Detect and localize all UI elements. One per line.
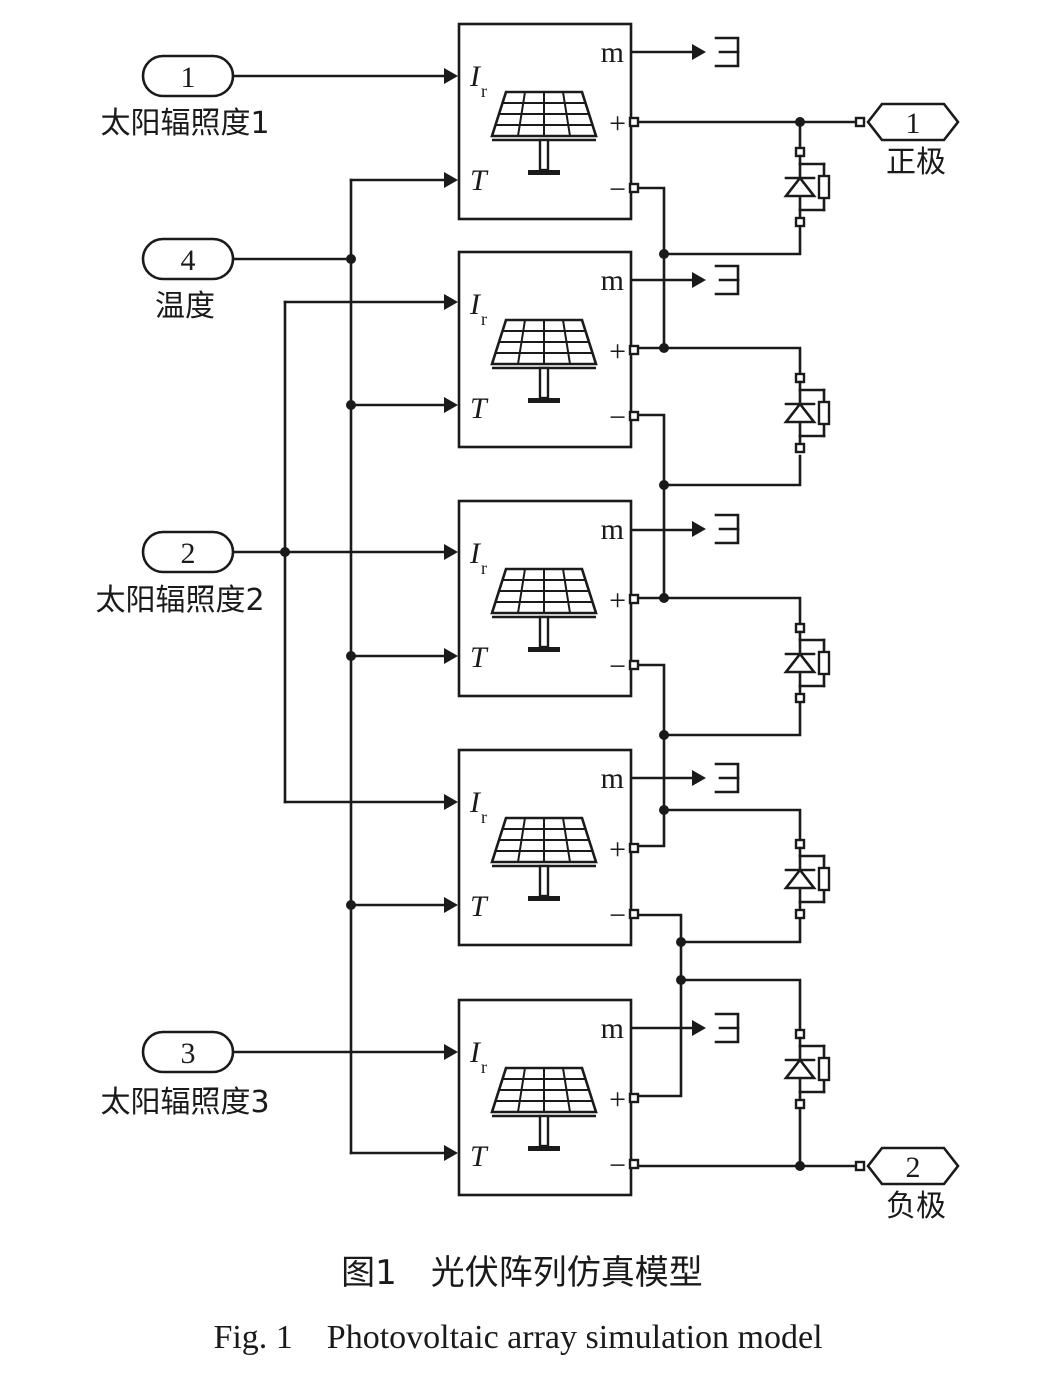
bypass-diode[interactable] xyxy=(784,372,831,454)
outport-label: 正极 xyxy=(886,145,946,180)
measurement-terminator[interactable] xyxy=(692,1012,740,1044)
port-label-temperature: T xyxy=(470,392,489,425)
inport-irradiance-2[interactable]: 2 太阳辐照度2 xyxy=(95,530,265,618)
port-positive[interactable] xyxy=(628,842,640,854)
port-label-negative: − xyxy=(609,650,626,683)
port-label-irradiance: I xyxy=(469,1036,482,1069)
inport-number: 1 xyxy=(181,61,196,94)
port-label-temperature: T xyxy=(470,890,489,923)
port-positive[interactable] xyxy=(628,1092,640,1104)
port-label-positive: + xyxy=(609,584,626,617)
outport-negative[interactable]: 2 负极 xyxy=(854,1146,960,1224)
inport-label: 太阳辐照度1 xyxy=(100,106,269,141)
measurement-terminator[interactable] xyxy=(692,513,740,545)
port-label-negative: − xyxy=(609,401,626,434)
caption-chinese: 图1 光伏阵列仿真模型 xyxy=(341,1253,703,1293)
port-label-negative: − xyxy=(609,899,626,932)
port-negative[interactable] xyxy=(628,908,640,920)
inport-number: 4 xyxy=(181,244,196,277)
port-label-irradiance: I xyxy=(469,537,482,570)
measurement-terminator[interactable] xyxy=(692,264,740,296)
caption-english: Fig. 1 Photovoltaic array simulation mod… xyxy=(213,1319,822,1356)
bypass-diodes xyxy=(784,146,831,1110)
bypass-diode[interactable] xyxy=(784,838,831,920)
port-positive[interactable] xyxy=(628,593,640,605)
inport-label: 太阳辐照度3 xyxy=(100,1085,269,1120)
outport-number: 1 xyxy=(906,107,921,140)
bypass-diode[interactable] xyxy=(784,146,831,228)
port-label-irradiance-sub: r xyxy=(481,807,487,827)
outport-label: 负极 xyxy=(886,1189,946,1224)
port-label-positive: + xyxy=(609,335,626,368)
inport-label: 温度 xyxy=(155,289,215,324)
port-label-temperature: T xyxy=(470,641,489,674)
measurement-terminator[interactable] xyxy=(692,762,740,794)
port-label-measure: m xyxy=(601,1012,624,1045)
bypass-diode[interactable] xyxy=(784,1028,831,1110)
port-negative[interactable] xyxy=(628,1158,640,1170)
port-label-negative: − xyxy=(609,1149,626,1182)
outport-positive[interactable]: 1 正极 xyxy=(854,102,960,180)
port-label-irradiance: I xyxy=(469,60,482,93)
input-arrows xyxy=(444,68,458,1161)
measurement-terminator[interactable] xyxy=(692,36,740,68)
port-label-temperature: T xyxy=(470,164,489,197)
outport-number: 2 xyxy=(906,1151,921,1184)
junctions xyxy=(280,117,805,1171)
port-label-irradiance-sub: r xyxy=(481,309,487,329)
port-negative[interactable] xyxy=(628,410,640,422)
port-label-positive: + xyxy=(609,107,626,140)
port-label-irradiance-sub: r xyxy=(481,558,487,578)
bypass-diode[interactable] xyxy=(784,622,831,704)
port-label-measure: m xyxy=(601,36,624,69)
port-label-positive: + xyxy=(609,833,626,866)
port-label-irradiance: I xyxy=(469,786,482,819)
port-label-irradiance-sub: r xyxy=(481,81,487,101)
port-positive[interactable] xyxy=(628,344,640,356)
port-positive[interactable] xyxy=(628,116,640,128)
inport-number: 2 xyxy=(181,537,196,570)
inport-number: 3 xyxy=(181,1037,196,1070)
inport-irradiance-3[interactable]: 3 太阳辐照度3 xyxy=(100,1030,270,1120)
port-label-irradiance: I xyxy=(469,288,482,321)
wiring xyxy=(231,50,860,1168)
inport-temperature[interactable]: 4 温度 xyxy=(141,237,235,324)
port-label-temperature: T xyxy=(470,1140,489,1173)
port-label-measure: m xyxy=(601,264,624,297)
port-label-measure: m xyxy=(601,513,624,546)
port-negative[interactable] xyxy=(628,182,640,194)
port-label-irradiance-sub: r xyxy=(481,1057,487,1077)
port-label-measure: m xyxy=(601,762,624,795)
inport-irradiance-1[interactable]: 1 太阳辐照度1 xyxy=(100,54,270,141)
measurement-terminators xyxy=(692,36,740,1044)
port-label-positive: + xyxy=(609,1083,626,1116)
inport-label: 太阳辐照度2 xyxy=(95,583,264,618)
port-negative[interactable] xyxy=(628,659,640,671)
port-label-negative: − xyxy=(609,173,626,206)
